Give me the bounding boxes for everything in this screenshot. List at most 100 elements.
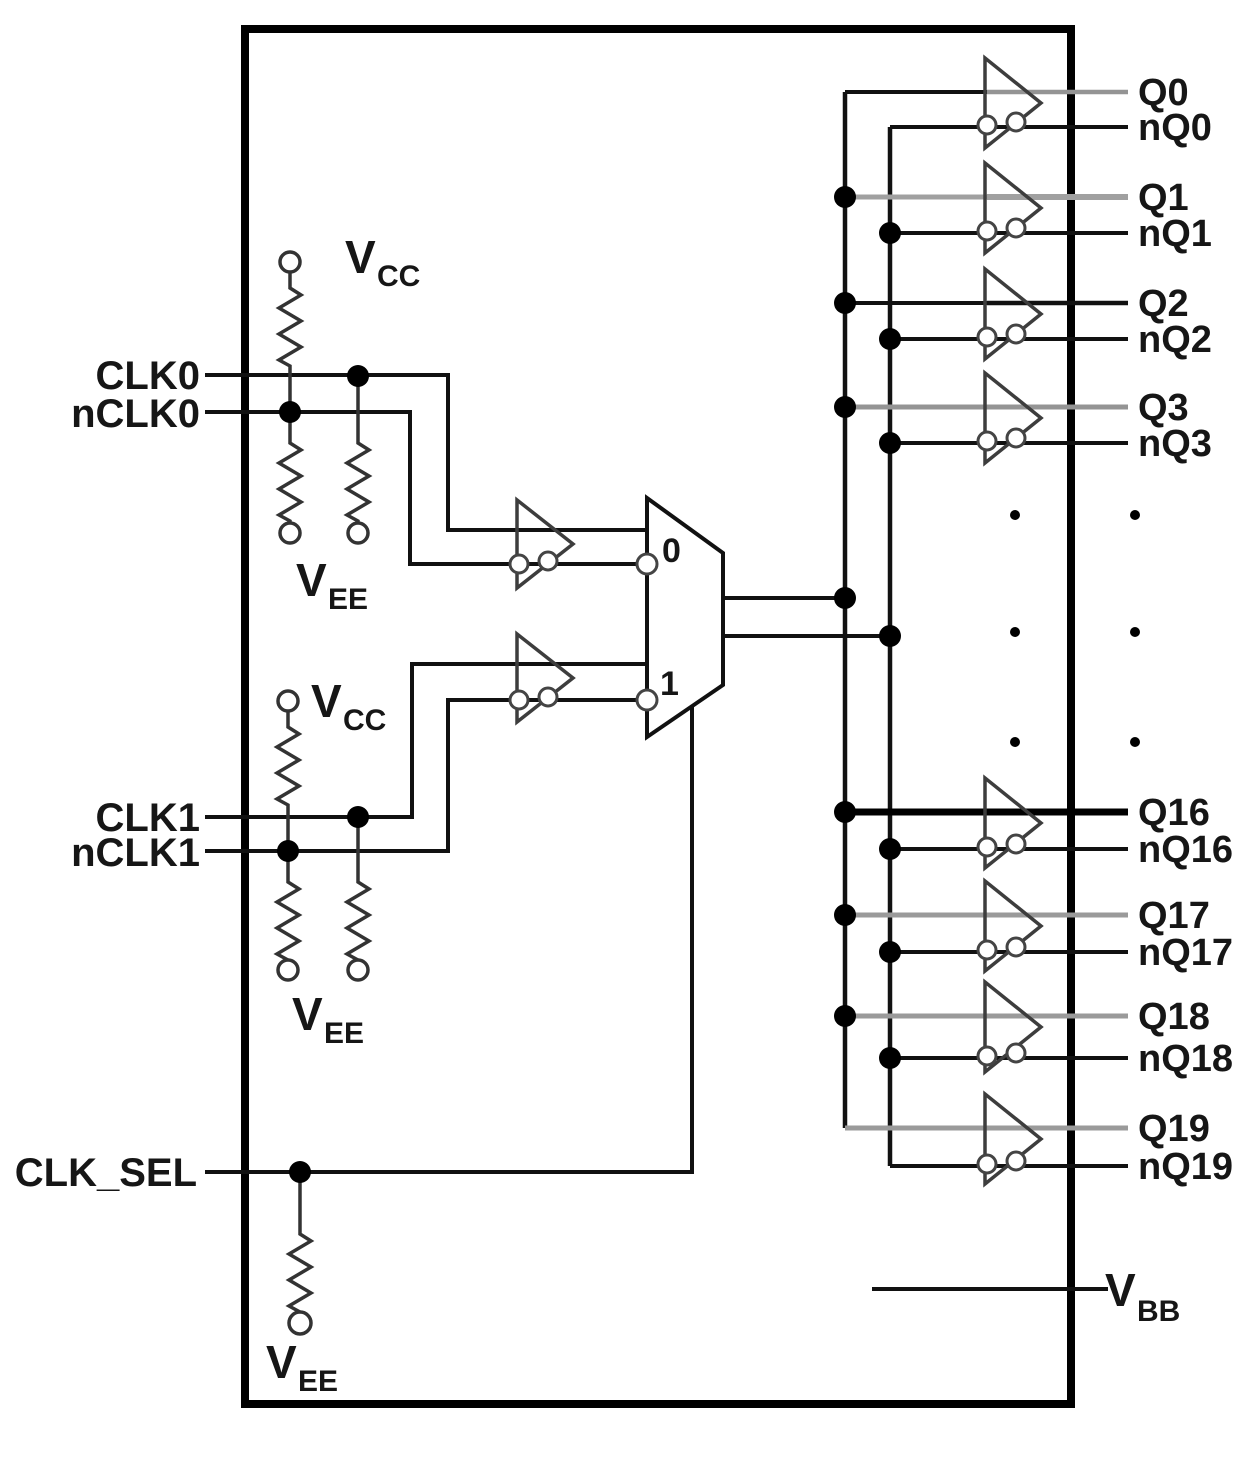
q-label: Q0 [1138,72,1189,114]
clock-mux: 0 1 [635,494,725,741]
clk1-label: CLK1 [96,796,200,840]
clk-sel-wire [205,706,694,1174]
vbb-label: V [1105,1264,1136,1316]
clk0-pulldown-resistor [343,376,373,523]
vcc-label: V [345,231,376,283]
mux-input1-label: 1 [660,665,679,703]
vee-terminal [287,1310,313,1336]
mux-input0-bubble [635,552,659,576]
output-driver-q2: Q2 nQ2 [845,265,1212,363]
ellipsis-dots [1010,510,1140,747]
q-label: Q16 [1138,792,1210,834]
vee-label: V [296,554,327,606]
inverting-bubble [537,686,559,708]
input-receiver-1 [508,630,576,726]
clk-sel-label: CLK_SEL [15,1151,197,1195]
vee-terminal [278,521,302,545]
vcc-terminal [276,689,300,713]
input-receiver-0 [508,496,576,592]
nq-label: nQ3 [1138,423,1212,465]
clk1-pulldown-resistor [343,817,373,962]
inverting-bubble [1005,217,1027,239]
inverting-bubble [508,553,530,575]
vee-label: V [266,1336,297,1388]
vee-label: V [292,988,323,1040]
buffer-triangle [983,54,1044,152]
power-terminals [276,250,370,1336]
output-driver-q1: Q1 nQ1 [845,159,1212,257]
inverting-bubble [976,836,998,858]
nclk1-pullup-resistor [273,711,303,851]
inverting-bubble [976,939,998,961]
buffer-triangle [983,369,1044,467]
inverting-bubble [1005,111,1027,133]
nq-label: nQ0 [1138,107,1212,149]
output-driver-q16: Q16 nQ16 [845,774,1233,872]
inverting-bubble [1005,936,1027,958]
nclk0-pullup-resistor [275,272,305,412]
inverting-bubble [1005,1042,1027,1064]
inverting-bubble [1005,323,1027,345]
inverting-bubble [976,220,998,242]
output-driver-q0: Q0 nQ0 [845,54,1212,152]
buffer-triangle [515,630,576,726]
nclk0-label: nCLK0 [71,392,200,436]
inverting-bubble [976,114,998,136]
output-driver-q17: Q17 nQ17 [845,877,1233,975]
q-label: Q19 [1138,1108,1210,1150]
clk1-wire [205,662,517,819]
vcc-label-sub: CC [377,260,420,293]
nq-label: nQ18 [1138,1038,1233,1080]
buffer-triangle [515,496,576,592]
vee-terminal [276,958,300,982]
clk0-label: CLK0 [96,354,200,398]
q-label: Q1 [1138,177,1189,219]
junction-dots [277,186,901,1183]
vee-terminal [346,521,370,545]
inverting-bubble [976,326,998,348]
pin-labels: CLK0 nCLK0 CLK1 nCLK1 CLK_SEL V CC V EE … [15,231,1181,1398]
inverting-bubble [976,1153,998,1175]
inverting-bubble [537,550,559,572]
q-label: Q2 [1138,283,1189,325]
vcc-label: V [311,675,342,727]
output-driver-q19: Q19 nQ19 [845,1090,1233,1188]
inverting-bubble [1005,833,1027,855]
nq-label: nQ2 [1138,319,1212,361]
vee-terminal [346,958,370,982]
clk0-wire [205,373,517,532]
vcc-label-sub: CC [343,704,386,737]
q-label: Q17 [1138,895,1210,937]
nclk0-wire [205,410,519,566]
nq-label: nQ1 [1138,213,1212,255]
q-label: Q18 [1138,996,1210,1038]
nclk1-wire [205,698,519,853]
inverting-bubble [508,689,530,711]
nq-label: nQ19 [1138,1146,1233,1188]
buffer-triangle [983,159,1044,257]
input-wires [205,373,1108,1291]
nclk1-label: nCLK1 [71,831,200,875]
chip-outline [241,25,1075,1408]
inverting-bubble [1005,1150,1027,1172]
mux-input1-bubble [635,688,659,712]
vee-label-sub: EE [324,1017,364,1050]
vbb-label-sub: BB [1137,1295,1180,1328]
mux-input0-label: 0 [662,532,681,570]
nq-label: nQ16 [1138,829,1233,871]
nclk1-pulldown-resistor [273,851,303,962]
inverting-bubble [976,430,998,452]
q-label: Q3 [1138,387,1189,429]
inverting-bubble [1005,427,1027,449]
output-driver-q3: Q3 nQ3 [845,369,1212,467]
vee-label-sub: EE [298,1365,338,1398]
mux-body [645,494,725,741]
nclk0-pulldown-resistor [275,412,305,523]
inverting-bubble [976,1045,998,1067]
clk-sel-pulldown-resistor [285,1172,315,1314]
output-driver-q18: Q18 nQ18 [845,978,1233,1080]
vcc-terminal [278,250,302,274]
bias-resistors [273,272,373,1314]
